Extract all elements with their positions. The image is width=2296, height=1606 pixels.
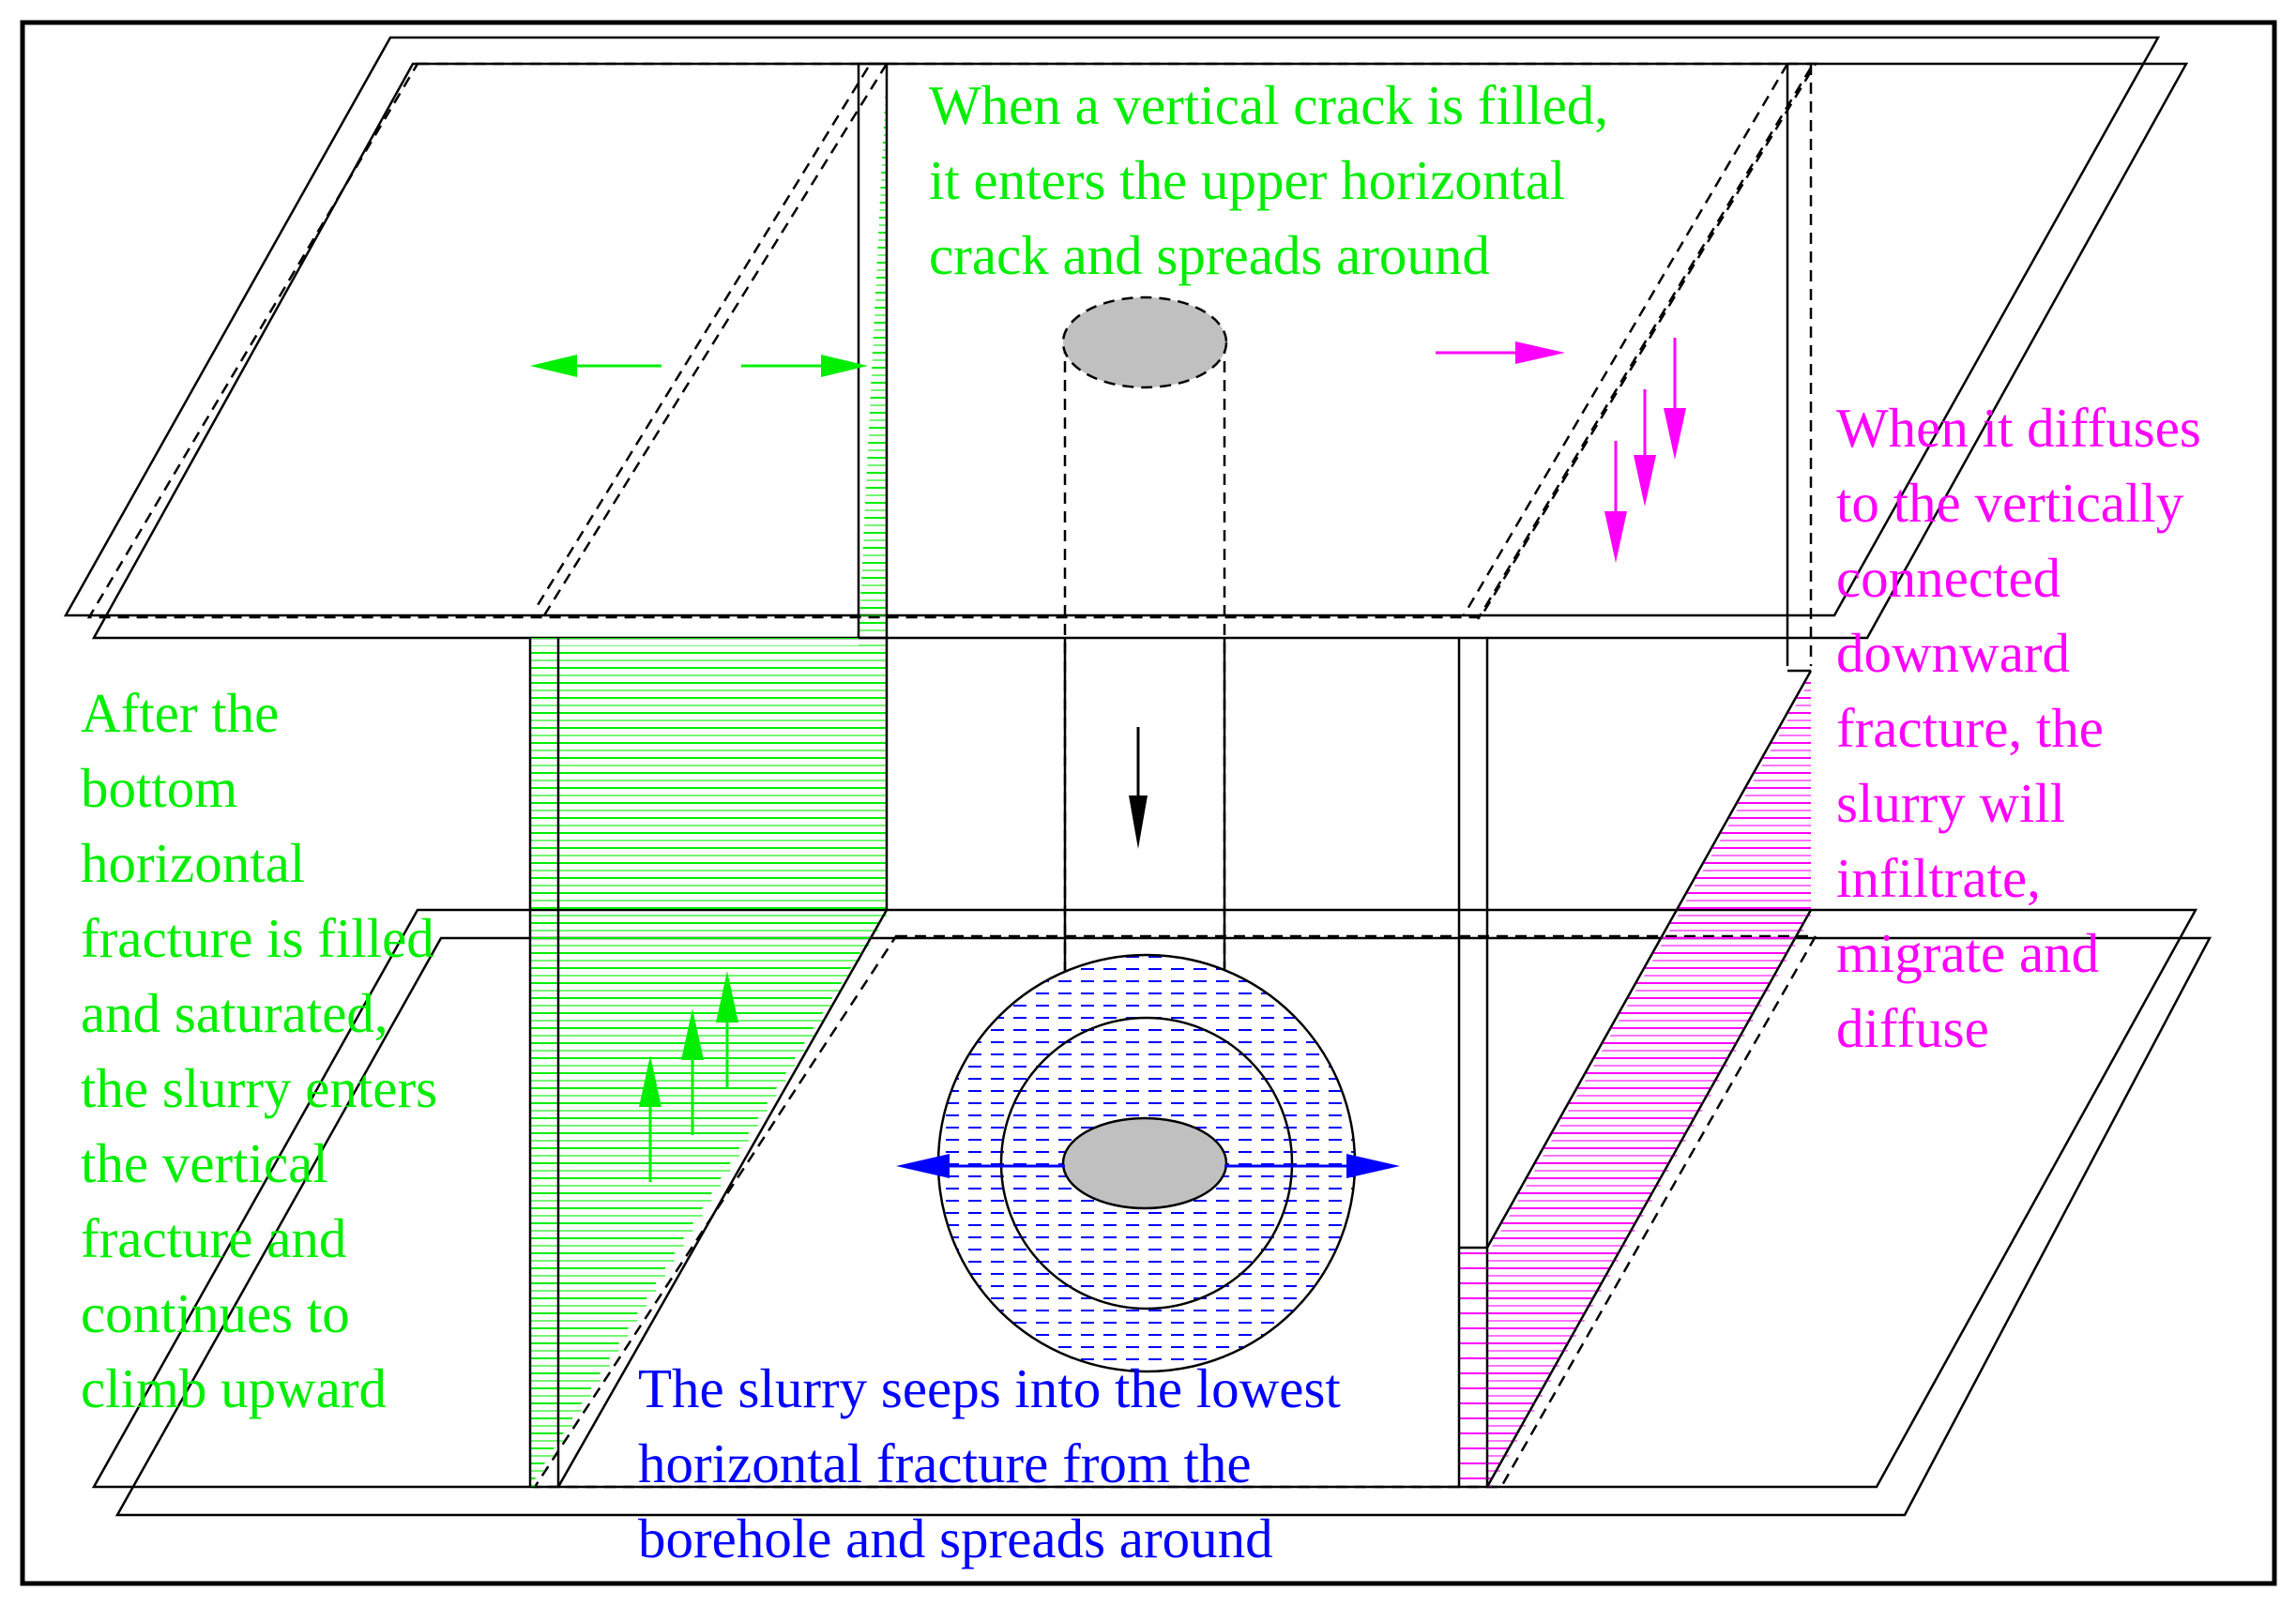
top-fracture-plane — [63, 36, 2189, 640]
left-caption: After the bottom horizontal fracture is … — [81, 682, 438, 1419]
bottom-fracture-plane — [91, 908, 2212, 1517]
arrow-down-icon — [1664, 338, 1686, 460]
left-vertical-fracture — [528, 62, 889, 1494]
arrow-up-icon — [681, 1008, 704, 1135]
arrow-right-icon — [1224, 1154, 1400, 1178]
arrow-down-icon — [1129, 727, 1148, 849]
arrow-right-icon — [741, 355, 868, 377]
arrow-right-icon — [1436, 341, 1565, 364]
bottom-spread-zone — [936, 953, 1357, 1373]
borehole-bottom-opening — [1061, 1116, 1228, 1210]
bottom-caption: The slurry seeps into the lowest horizon… — [638, 1357, 1341, 1569]
top-caption: When a vertical crack is filled, it ente… — [929, 74, 1609, 286]
right-vertical-fracture — [1457, 63, 1813, 1494]
arrow-down-icon — [1604, 441, 1627, 563]
arrow-left-icon — [896, 1154, 1065, 1178]
arrow-left-icon — [530, 355, 661, 377]
arrow-down-icon — [1634, 389, 1656, 507]
arrow-up-icon — [716, 971, 738, 1088]
outer-frame — [20, 20, 2277, 1586]
right-caption: When it diffuses to the vertically conne… — [1836, 397, 2201, 1059]
borehole-top-opening — [1061, 295, 1228, 389]
arrow-up-icon — [639, 1055, 661, 1182]
